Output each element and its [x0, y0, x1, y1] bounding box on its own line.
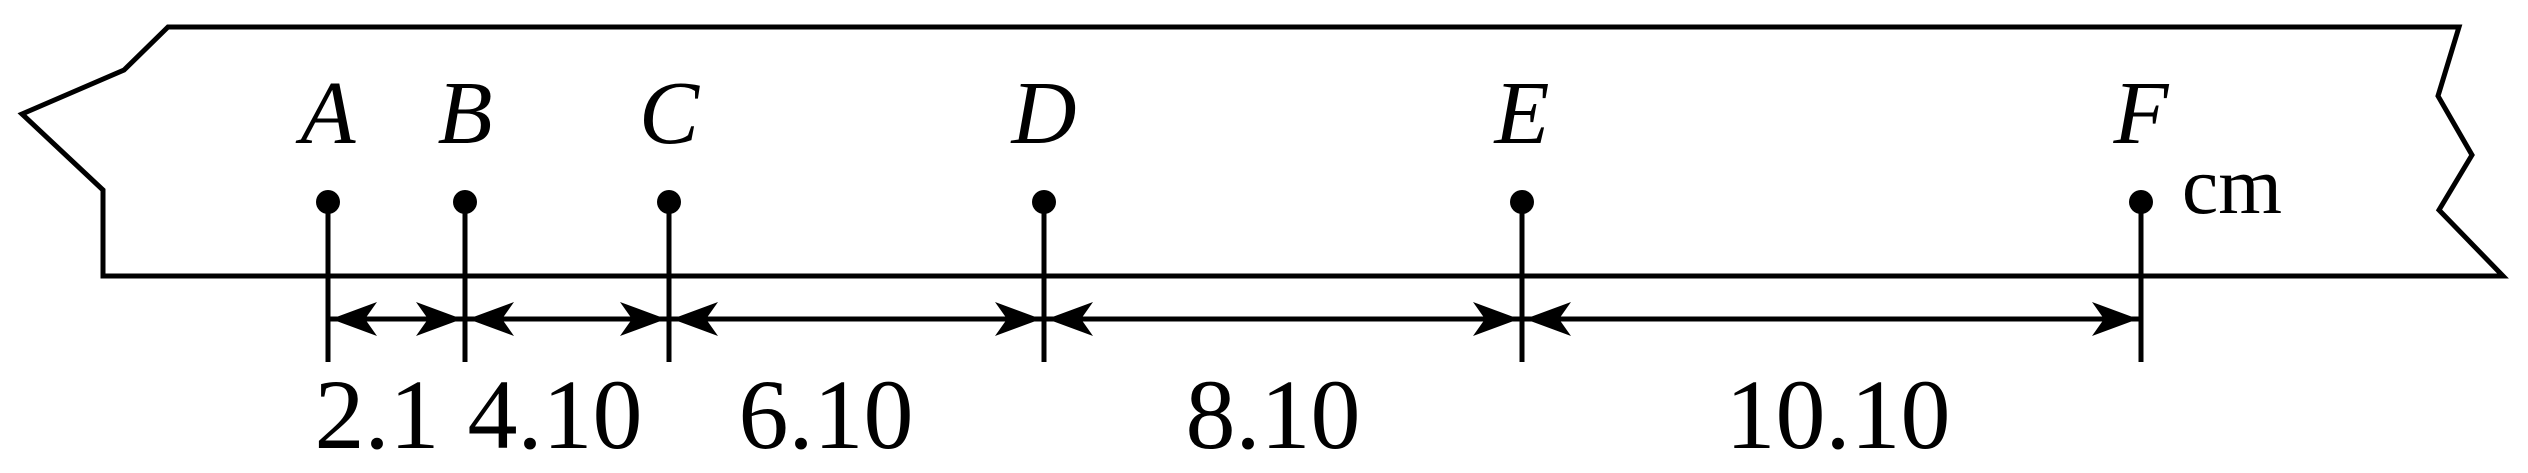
unit-label: cm [2182, 140, 2282, 231]
interval-4: 8.10 [1044, 302, 1522, 470]
point-label: B [438, 64, 493, 163]
arrow-head [1047, 302, 1093, 336]
arrow-head [672, 302, 718, 336]
distance-label: 2.1 [315, 359, 440, 470]
point-b: B [438, 64, 493, 362]
arrow-head [468, 302, 514, 336]
distance-label: 4.10 [468, 359, 643, 470]
point-dot [1510, 190, 1534, 214]
point-f: F [2113, 64, 2170, 362]
distance-label: 10.10 [1726, 359, 1951, 470]
point-dot [316, 190, 340, 214]
arrow-head [995, 302, 1041, 336]
arrow-head [331, 302, 377, 336]
interval-1: 2.1 [315, 302, 465, 470]
interval-5: 10.10 [1522, 302, 2141, 470]
point-label: E [1493, 64, 1550, 163]
point-dot [453, 190, 477, 214]
point-dot [657, 190, 681, 214]
interval-3: 6.10 [669, 302, 1044, 470]
point-label: C [639, 64, 700, 163]
point-label: D [1010, 64, 1077, 163]
point-d: D [1010, 64, 1077, 362]
arrow-head [1525, 302, 1571, 336]
arrow-head [620, 302, 666, 336]
point-label: A [296, 64, 357, 163]
point-dot [1032, 190, 1056, 214]
arrow-head [1473, 302, 1519, 336]
distance-label: 6.10 [739, 359, 914, 470]
point-c: C [639, 64, 700, 362]
intervals-layer: 2.1 4.10 6.10 8.10 10.10 [315, 302, 2141, 470]
point-a: A [296, 64, 357, 362]
arrow-head [416, 302, 462, 336]
point-label: F [2113, 64, 2170, 163]
point-dot [2129, 190, 2153, 214]
point-e: E [1493, 64, 1550, 362]
paper-tape-outline [17, 24, 2509, 279]
distance-label: 8.10 [1186, 359, 1361, 470]
arrow-head [2092, 302, 2138, 336]
interval-2: 4.10 [465, 302, 669, 470]
